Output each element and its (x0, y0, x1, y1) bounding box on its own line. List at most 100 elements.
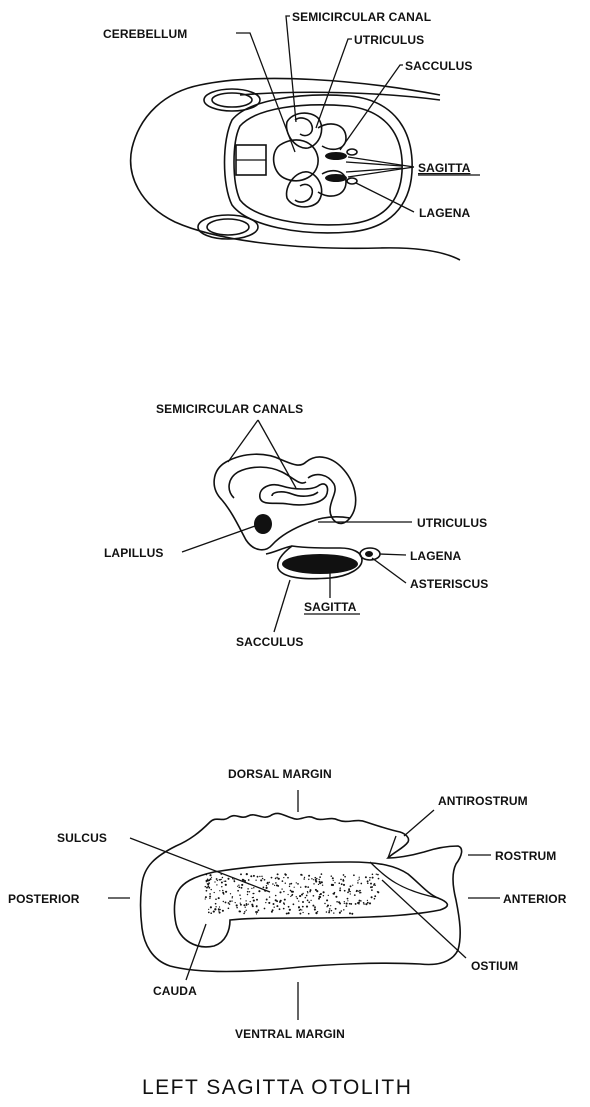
stipple-dot (205, 896, 207, 898)
stipple-dot (252, 905, 254, 907)
stipple-dot (219, 909, 221, 911)
stipple-dot (209, 874, 211, 876)
stipple-dot (244, 911, 246, 913)
stipple-dot (214, 881, 215, 882)
stipple-dot (216, 884, 217, 885)
stipple-dot (253, 900, 255, 902)
stipple-dot (305, 897, 307, 899)
stipple-dot (341, 910, 343, 912)
stipple-dot (287, 877, 289, 879)
stipple-dot (329, 908, 331, 910)
stipple-dot (355, 903, 357, 905)
stipple-dot (272, 909, 274, 911)
stipple-dot (350, 903, 352, 905)
stipple-dot (246, 873, 248, 875)
stipple-dot (306, 906, 308, 908)
stipple-dot (343, 874, 345, 876)
eye-upper-inner (212, 93, 252, 107)
stipple-dot (265, 902, 266, 903)
stipple-dot (350, 893, 351, 894)
stipple-dot (219, 879, 220, 880)
stipple-dot (208, 887, 210, 889)
stipple-dot (221, 879, 222, 880)
stipple-dot (228, 907, 230, 909)
lagena-upper-mark (347, 149, 357, 155)
stipple-dot (378, 878, 380, 880)
stipple-dot (247, 888, 248, 889)
stipple-dot (300, 874, 302, 876)
stipple-dot (333, 912, 334, 913)
stipple-dot (308, 913, 310, 915)
label-antirostrum: ANTIROSTRUM (438, 794, 528, 808)
stipple-dot (281, 888, 282, 889)
stipple-dot (283, 902, 285, 904)
stipple-dot (338, 882, 340, 884)
stipple-dot (332, 877, 334, 879)
stipple-dot (215, 906, 216, 907)
stipple-dot (363, 903, 364, 904)
stipple-dot (240, 898, 241, 899)
stipple-dot (283, 877, 284, 878)
stipple-dot (222, 910, 224, 912)
stipple-dot (219, 906, 220, 907)
stipple-dot (323, 895, 324, 896)
stipple-dot (255, 911, 257, 913)
stipple-dot (317, 911, 318, 912)
stipple-dot (223, 901, 224, 902)
stipple-dot (229, 900, 231, 902)
label-ventral-margin: VENTRAL MARGIN (235, 1027, 345, 1041)
stipple-dot (253, 887, 254, 888)
label-lapillus: LAPILLUS (104, 546, 163, 560)
stipple-dot (377, 891, 379, 893)
stipple-dot (236, 907, 238, 909)
stipple-dot (339, 912, 341, 914)
asteriscus-mark (365, 551, 373, 557)
otolith-outline (141, 813, 462, 971)
label-sagitta-top: SAGITTA (418, 161, 471, 175)
stipple-dot (206, 890, 208, 892)
stipple-dot (360, 883, 362, 885)
stipple-dot (207, 883, 209, 885)
stipple-dot (328, 895, 329, 896)
stipple-dot (208, 909, 209, 910)
stipple-dot (307, 892, 308, 893)
stipple-dot (324, 903, 325, 904)
stipple-dot (229, 903, 231, 905)
stipple-dot (308, 901, 310, 903)
stipple-dot (350, 885, 352, 887)
stipple-dot (243, 913, 245, 915)
stipple-dot (245, 907, 246, 908)
stipple-dot (296, 882, 297, 883)
stipple-dot (346, 905, 348, 907)
stipple-dot (358, 891, 359, 892)
stipple-dot (258, 909, 260, 911)
stipple-dot (313, 895, 315, 897)
stipple-dot (279, 901, 281, 903)
stipple-dot (268, 882, 269, 883)
sulcus-stipple (205, 873, 380, 915)
stipple-dot (319, 894, 320, 895)
label-sacculus: SACCULUS (405, 59, 472, 73)
stipple-dot (271, 877, 273, 879)
stipple-dot (374, 898, 376, 900)
stipple-dot (322, 885, 323, 886)
stipple-dot (321, 881, 323, 883)
stipple-dot (284, 899, 286, 901)
stipple-dot (210, 906, 212, 908)
stipple-dot (252, 897, 253, 898)
stipple-dot (272, 883, 274, 885)
stipple-dot (315, 880, 317, 882)
stipple-dot (296, 896, 297, 897)
stipple-dot (293, 903, 295, 905)
leader-sagitta-2 (348, 167, 414, 177)
stipple-dot (344, 890, 346, 892)
stipple-dot (318, 896, 320, 898)
stipple-dot (285, 882, 286, 883)
stipple-dot (313, 883, 314, 884)
stipple-dot (208, 912, 210, 914)
stipple-dot (285, 874, 287, 876)
stipple-dot (213, 911, 215, 913)
stipple-dot (304, 877, 305, 878)
stipple-dot (335, 896, 337, 898)
